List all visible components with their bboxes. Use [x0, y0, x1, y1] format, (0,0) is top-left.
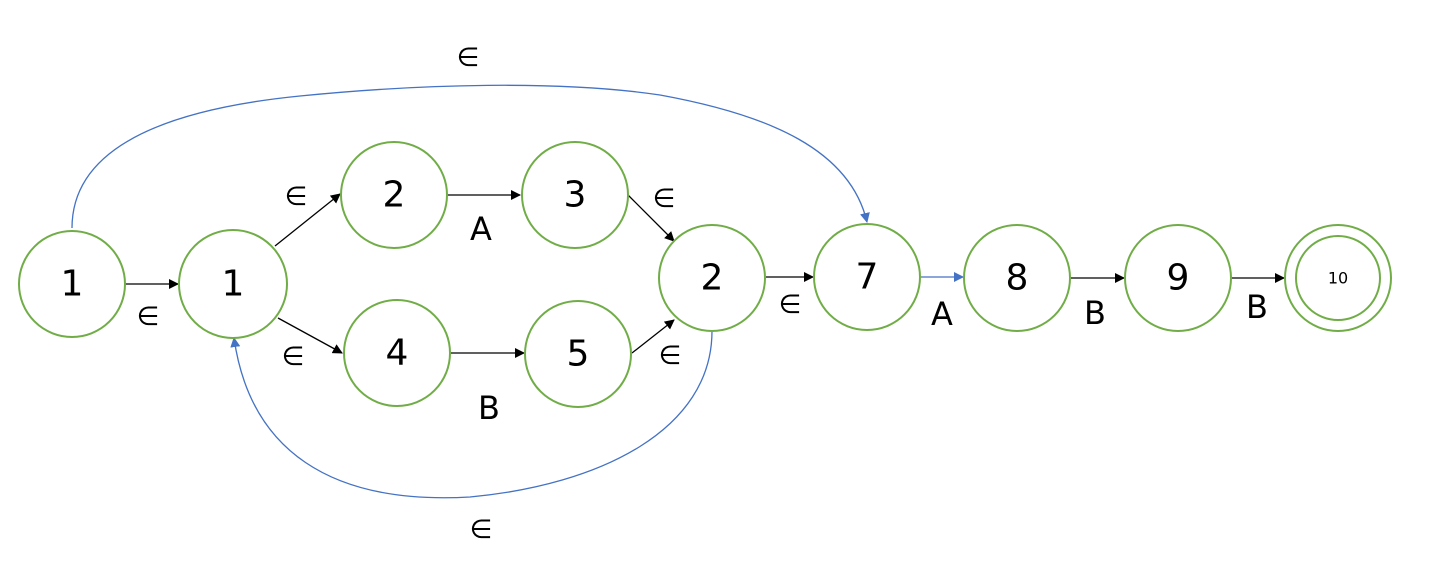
edge-label: ∈	[659, 341, 682, 371]
edge-label: ∈	[457, 43, 480, 73]
state-label: 2	[383, 175, 406, 216]
state-node: 3	[521, 141, 629, 249]
edge-label: B	[1246, 288, 1268, 326]
edge-label: ∈	[653, 184, 676, 214]
edge-n1b-n4	[277, 317, 343, 354]
edge-labels: ∈ ∈ ∈ A B ∈ ∈ ∈ A B B ∈ ∈	[137, 43, 1268, 545]
edge-label: B	[1084, 294, 1106, 332]
state-node: 2	[340, 141, 448, 249]
nodes: 1 1 2 3 4 5 2 7	[18, 141, 1392, 408]
state-label: 5	[567, 334, 590, 375]
edge-n5-n2b	[631, 319, 675, 354]
accepting-state-node: 10	[1284, 224, 1392, 332]
state-node: 8	[963, 224, 1071, 332]
state-node: 9	[1124, 224, 1232, 332]
edge-label: A	[470, 210, 492, 248]
state-node: 7	[813, 223, 921, 331]
state-node: 1	[178, 229, 288, 339]
state-label: 1	[222, 264, 245, 305]
state-node: 2	[658, 224, 766, 332]
edge-label: A	[931, 295, 953, 333]
state-node: 4	[343, 299, 451, 407]
state-label: 10	[1328, 269, 1348, 288]
state-label: 8	[1006, 258, 1029, 299]
state-label: 7	[856, 257, 879, 298]
edge-label: ∈	[285, 182, 308, 212]
state-label: 1	[61, 264, 84, 305]
edge-n2b-n1b-curve	[230, 330, 713, 499]
edge-label: ∈	[282, 342, 305, 372]
state-label: 4	[386, 333, 409, 374]
edge-n1b-n2a	[274, 193, 341, 247]
edge-label: B	[478, 389, 500, 427]
edge-n1a-n7-curve	[71, 84, 870, 229]
state-label: 3	[564, 175, 587, 216]
edge-n3-n2b	[627, 194, 675, 242]
edges	[71, 84, 1285, 499]
edge-label: ∈	[470, 515, 493, 545]
state-label: 9	[1167, 258, 1190, 299]
edge-label: ∈	[779, 290, 802, 320]
edge-label: ∈	[137, 302, 160, 332]
state-node: 1	[18, 230, 126, 338]
state-label: 2	[701, 258, 724, 299]
state-node: 5	[524, 300, 632, 408]
